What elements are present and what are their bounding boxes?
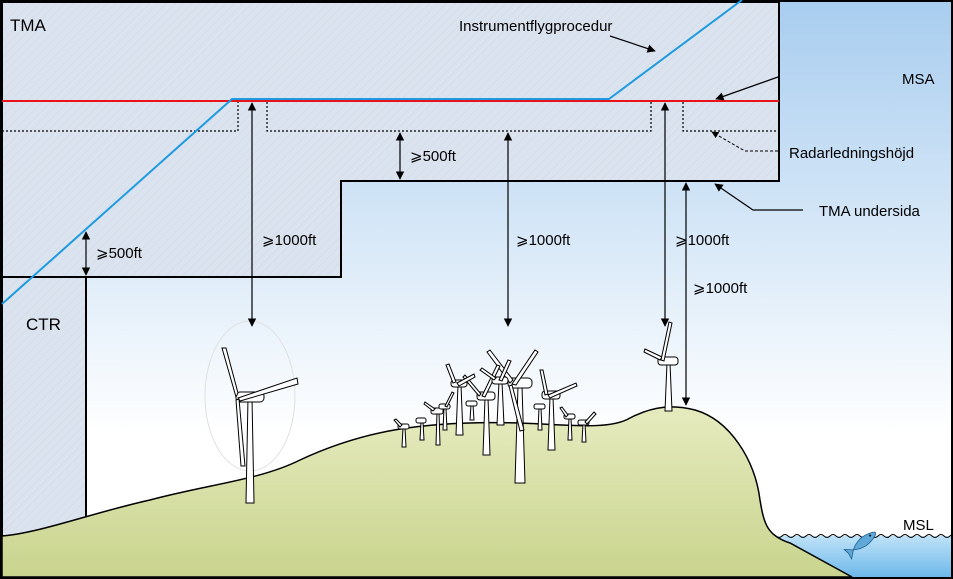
leader-msa [715,76,779,101]
instrument-procedure-line [1,0,743,305]
clearance-turbine-left: ⩾1000ft [262,232,317,249]
sea [770,536,951,577]
clearance-hill-middle: ⩾1000ft [516,232,571,249]
ctr-label: CTR [26,315,61,334]
tma-label: TMA [10,16,47,35]
msa-label: MSA [902,71,935,88]
leader-tma-underside [714,183,803,211]
clearance-radar-tma: ⩾500ft [410,148,457,165]
wind-turbine-cluster [393,349,597,484]
msl-label: MSL [903,517,934,534]
clearance-hill-right-peak: ⩾1000ft [693,280,748,297]
radar-height-label: Radarledningshöjd [789,145,914,162]
leader-instrument-procedure [609,35,656,53]
wind-turbine-right [643,321,679,412]
terrain [1,406,853,578]
clearance-ctr-tma: ⩾500ft [96,245,143,262]
radar-height-line [2,100,779,132]
fish-icon [843,531,877,561]
leader-radar-height [711,131,778,152]
instrument-procedure-label: Instrumentflygprocedur [459,18,612,35]
tma-underside-label: TMA undersida [819,203,921,220]
clearance-turbine-right: ⩾1000ft [675,232,730,249]
